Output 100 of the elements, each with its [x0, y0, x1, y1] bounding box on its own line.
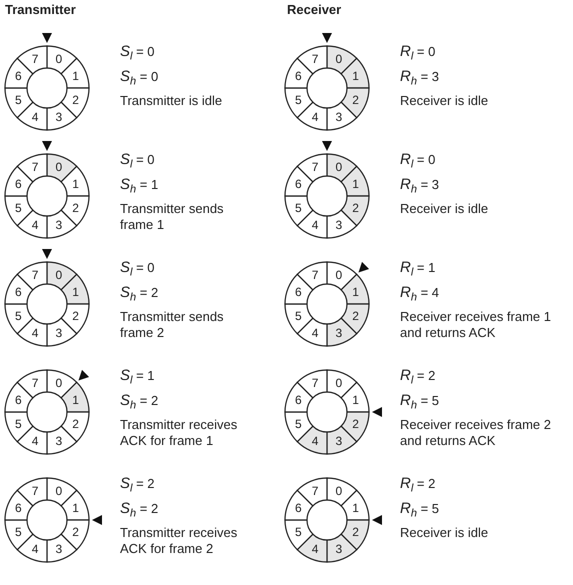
segment-number: 1: [352, 502, 359, 514]
segment-number: 3: [56, 326, 62, 339]
variable-value: R$_{h}$ = 5: [400, 392, 440, 414]
segment-number: 5: [15, 418, 22, 430]
segment-number: 4: [312, 326, 318, 339]
segment-number: 4: [32, 110, 38, 123]
segment-number: 4: [312, 110, 318, 123]
variable-value: R$_{l}$ = 1: [400, 260, 436, 281]
segment-number: 1: [352, 70, 359, 82]
segment-number: 1: [352, 286, 359, 298]
variable-value: R$_{l}$ = 2: [400, 476, 436, 497]
segment-number: 6: [295, 178, 302, 190]
status-text: Receiver receives frame 2 and returns ACK: [400, 417, 552, 450]
segment-number: 2: [72, 310, 79, 322]
status-text: Receiver receives frame 1 and returns ACK: [400, 309, 552, 342]
segment-number: 6: [295, 70, 302, 82]
segment-number: 4: [32, 326, 38, 339]
variable-value: S$_{l}$ = 1: [120, 368, 156, 389]
variable-value: S$_{l}$ = 2: [120, 476, 156, 497]
segment-number: 2: [72, 94, 79, 106]
segment-number: 4: [312, 542, 318, 555]
segment-number: 1: [72, 502, 79, 514]
segment-number: 3: [336, 218, 342, 231]
column-heading: Receiver: [287, 2, 342, 17]
variable-value: R$_{l}$ = 2: [400, 368, 436, 389]
segment-number: 4: [312, 218, 318, 231]
segment-number: 7: [32, 485, 38, 498]
segment-number: 0: [56, 161, 62, 174]
segment-number: 0: [56, 269, 62, 282]
segment-number: 7: [32, 53, 38, 66]
segment-number: 0: [336, 53, 342, 66]
segment-number: 1: [72, 70, 79, 82]
segment-number: 3: [56, 542, 62, 555]
segment-number: 2: [352, 526, 359, 538]
segment-number: 4: [32, 542, 38, 555]
variable-value: R$_{h}$ = 5: [400, 500, 440, 522]
segment-number: 6: [295, 502, 302, 514]
segment-number: 1: [352, 394, 359, 406]
segment-number: 2: [352, 418, 359, 430]
segment-number: 5: [295, 418, 302, 430]
segment-number: 6: [295, 286, 302, 298]
segment-number: 5: [15, 526, 22, 538]
variable-value: R$_{h}$ = 3: [400, 176, 440, 198]
segment-number: 6: [15, 502, 22, 514]
status-text: Transmitter sends frame 1: [120, 201, 225, 234]
segment-number: 5: [15, 310, 22, 322]
column-heading: Transmitter: [5, 2, 76, 17]
variable-value: S$_{l}$ = 0: [120, 44, 156, 65]
segment-number: 5: [15, 94, 22, 106]
segment-number: 5: [295, 310, 302, 322]
variable-value: S$_{h}$ = 1: [120, 176, 160, 198]
segment-number: 7: [32, 269, 38, 282]
segment-number: 6: [15, 178, 22, 190]
segment-number: 2: [352, 310, 359, 322]
segment-number: 2: [72, 202, 79, 214]
segment-number: 7: [312, 377, 318, 390]
segment-number: 6: [15, 70, 22, 82]
segment-number: 1: [72, 178, 79, 190]
segment-number: 5: [295, 202, 302, 214]
segment-number: 3: [336, 434, 342, 447]
segment-number: 6: [15, 286, 22, 298]
segment-number: 0: [336, 269, 342, 282]
variable-value: S$_{h}$ = 2: [120, 392, 160, 414]
segment-number: 0: [56, 377, 62, 390]
segment-number: 0: [336, 485, 342, 498]
variable-value: S$_{h}$ = 2: [120, 500, 160, 522]
variable-value: S$_{l}$ = 0: [120, 260, 156, 281]
variable-value: R$_{h}$ = 4: [400, 284, 440, 306]
segment-number: 3: [56, 110, 62, 123]
segment-number: 3: [336, 110, 342, 123]
segment-number: 2: [352, 202, 359, 214]
status-text: Transmitter is idle: [120, 93, 224, 110]
segment-number: 7: [32, 161, 38, 174]
segment-number: 4: [32, 434, 38, 447]
status-text: Receiver is idle: [400, 201, 490, 218]
segment-number: 5: [295, 94, 302, 106]
variable-value: R$_{l}$ = 0: [400, 44, 436, 65]
segment-number: 3: [56, 434, 62, 447]
segment-number: 5: [295, 526, 302, 538]
variable-value: S$_{h}$ = 2: [120, 284, 160, 306]
variable-value: R$_{h}$ = 3: [400, 68, 440, 90]
variable-value: S$_{h}$ = 0: [120, 68, 160, 90]
variable-value: S$_{l}$ = 0: [120, 152, 156, 173]
segment-number: 2: [72, 418, 79, 430]
status-text: Receiver is idle: [400, 93, 490, 110]
segment-number: 0: [336, 161, 342, 174]
segment-number: 7: [32, 377, 38, 390]
segment-number: 0: [56, 485, 62, 498]
segment-number: 4: [312, 434, 318, 447]
segment-number: 5: [15, 202, 22, 214]
status-text: Transmitter receives ACK for frame 2: [120, 525, 238, 558]
segment-number: 6: [295, 394, 302, 406]
segment-number: 7: [312, 53, 318, 66]
segment-number: 4: [32, 218, 38, 231]
segment-number: 1: [72, 394, 79, 406]
segment-number: 3: [56, 218, 62, 231]
status-text: Receiver is idle: [400, 525, 490, 542]
segment-number: 3: [336, 326, 342, 339]
segment-number: 7: [312, 485, 318, 498]
status-text: Transmitter receives ACK for frame 1: [120, 417, 238, 450]
